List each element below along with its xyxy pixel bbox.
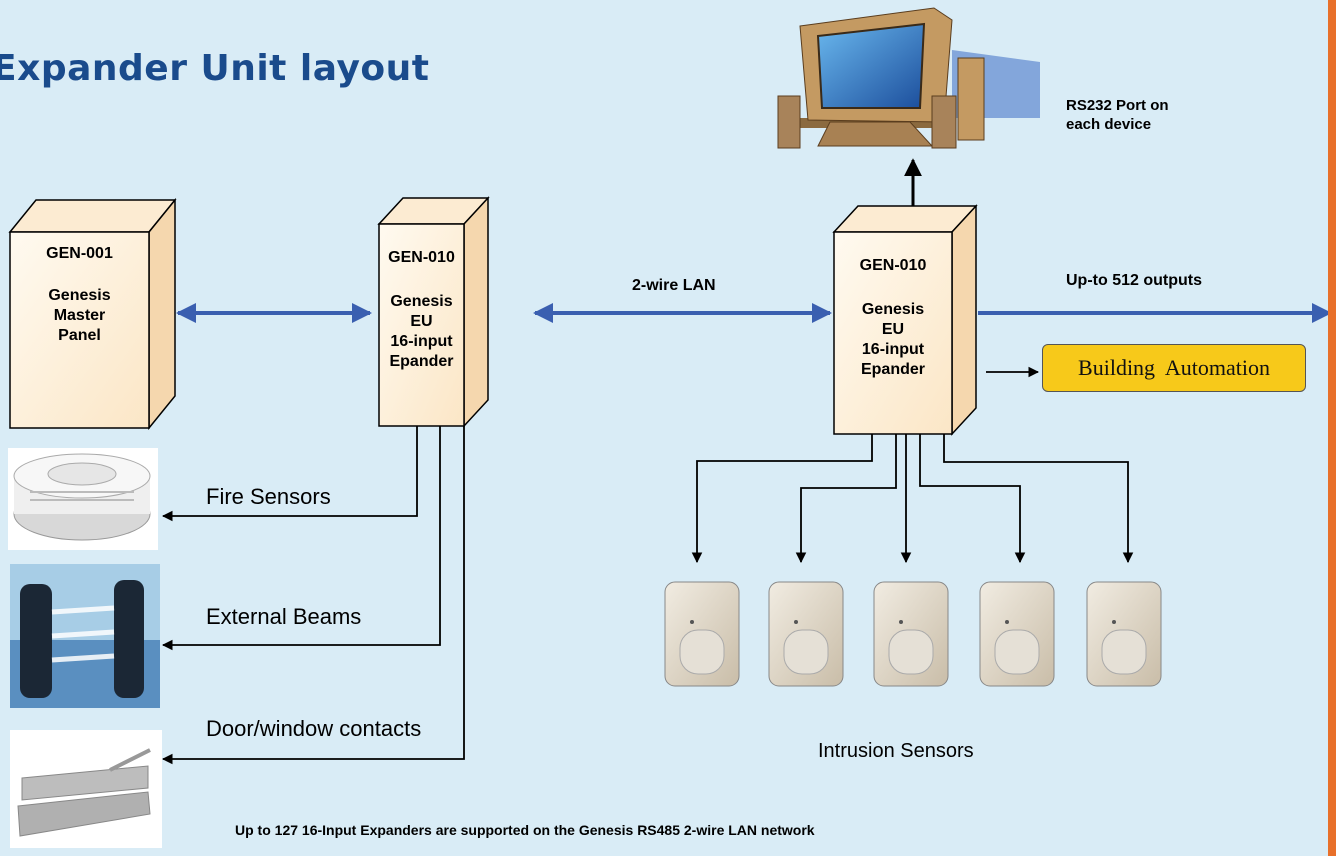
master-line-2: Master — [53, 307, 106, 324]
pir-sensor-icon — [664, 581, 740, 687]
left-sensor-wiring — [161, 426, 465, 765]
right-sensor-wiring — [691, 434, 1134, 564]
intrusion-sensors-label: Intrusion Sensors — [818, 740, 974, 762]
expander-left-model: GEN-010 — [388, 249, 455, 266]
pir-sensor-icon — [768, 581, 844, 687]
rs232-label: RS232 Port on each device — [1066, 96, 1169, 134]
master-model: GEN-001 — [46, 245, 113, 262]
expander-right-line-1: Genesis — [861, 301, 925, 318]
door-contact-icon — [10, 730, 162, 848]
page-title: Expander Unit layout — [0, 48, 430, 89]
expander-right-line-2: EU — [881, 321, 905, 338]
expander-left-line-1: Genesis — [390, 293, 453, 310]
rs232-line-1: RS232 Port on — [1066, 97, 1169, 114]
expander-right-line-3: 16-input — [861, 341, 925, 358]
master-panel-box — [8, 197, 177, 431]
lan-label: 2-wire LAN — [632, 277, 716, 294]
expander-left-label: GEN-010 Genesis EU 16-input Epander — [379, 248, 464, 372]
expander-right-line-4: Epander — [860, 361, 925, 378]
door-window-contacts-label: Door/window contacts — [206, 716, 422, 741]
footer-note: Up to 127 16-Input Expanders are support… — [235, 822, 815, 838]
building-automation-box: Building Automation — [1042, 344, 1306, 392]
expander-left-line-4: Epander — [389, 353, 454, 370]
expander-right-model: GEN-010 — [859, 257, 927, 274]
rs232-line-2: each device — [1066, 116, 1152, 133]
smoke-detector-icon — [8, 448, 158, 550]
right-border — [1328, 0, 1336, 856]
expander-right-label: GEN-010 Genesis EU 16-input Epander — [834, 256, 952, 380]
beam-sensor-icon — [10, 564, 160, 708]
pir-sensor-icon — [979, 581, 1055, 687]
master-panel-label: GEN-001 Genesis Master Panel — [10, 244, 149, 346]
computer-icon — [777, 7, 1040, 149]
outputs-label: Up-to 512 outputs — [1066, 272, 1202, 289]
master-line-1: Genesis — [48, 287, 111, 304]
expander-right-box — [832, 204, 978, 436]
pir-sensor-icon — [1086, 581, 1162, 687]
expander-left-box — [377, 196, 490, 428]
master-line-3: Panel — [58, 327, 101, 344]
expander-left-line-3: 16-input — [390, 333, 453, 350]
external-beams-label: External Beams — [206, 604, 362, 629]
expander-left-line-2: EU — [410, 313, 433, 330]
fire-sensors-label: Fire Sensors — [206, 484, 331, 509]
pir-sensor-icon — [873, 581, 949, 687]
